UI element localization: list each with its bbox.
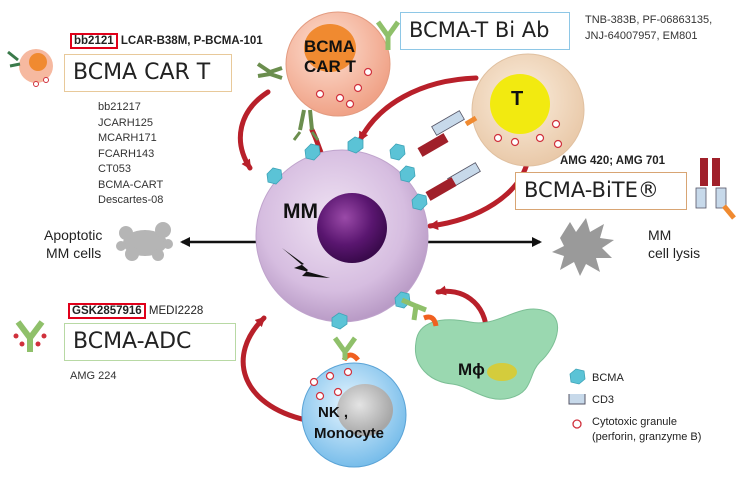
nk-granules <box>309 367 353 401</box>
list-item: FCARH143 <box>98 147 155 160</box>
bite-title: BCMA-BiTE® <box>515 172 687 210</box>
car-t-granules <box>315 67 373 109</box>
t-cell-label: T <box>511 88 524 110</box>
adc-payload-icon <box>13 333 47 347</box>
car-t-cell-label-2: CAR T <box>304 57 356 76</box>
car-t-highlight-drug: bb2121 <box>70 33 118 49</box>
macrophage-label: Mϕ <box>458 360 485 379</box>
adc-antibody-nk <box>332 336 358 360</box>
bi-ab-icon <box>375 20 401 50</box>
adc-other-drugs: MEDI2228 <box>145 305 204 317</box>
adc-drugs-line: GSK2857916 MEDI2228 <box>68 303 204 319</box>
t-cell-granules <box>493 119 563 149</box>
nk-nucleus <box>337 384 393 436</box>
list-item: bb21217 <box>98 101 141 113</box>
legend-granule-label-2: (perforin, granzyme B) <box>592 431 702 443</box>
apoptotic-cell-icon <box>116 222 173 261</box>
arrow-cart-to-mm <box>237 89 271 171</box>
lysis-line-2: cell lysis <box>648 245 701 261</box>
car-t-drugs-line: bb2121 LCAR-B38M, P-BCMA-101 <box>70 33 263 49</box>
bi-ab-drugs-line-1: TNB-383B, PF-06863135, <box>585 14 713 26</box>
car-t-other-drugs: LCAR-B38M, P-BCMA-101 <box>117 35 263 47</box>
nk-label-1: NK , <box>318 404 348 421</box>
legend-cd3-label: CD3 <box>592 394 615 406</box>
legend-bcma-label: BCMA <box>592 372 624 384</box>
car-t-cell-label-1: BCMA <box>304 37 355 56</box>
car-t-nucleus <box>304 24 356 72</box>
arrow-t-to-mm-upper <box>357 75 479 143</box>
list-item: JCARH125 <box>98 116 154 129</box>
t-nucleus <box>490 74 550 134</box>
list-item: BCMA-CART <box>98 178 164 191</box>
car-t-legend-nucleus <box>29 53 47 71</box>
bite-icon <box>695 158 736 220</box>
bi-ab-drugs-line-2: JNJ-64007957, EM801 <box>585 30 698 42</box>
cd3-legend-icon <box>568 394 586 405</box>
car-receptors <box>256 62 320 141</box>
adc-icon <box>15 320 45 352</box>
lysis-line-1: MM <box>648 227 672 243</box>
nk-label-2: Monocyte <box>314 425 385 442</box>
macrophage-cell <box>414 308 558 400</box>
bite-drugs: AMG 420; AMG 701 <box>560 155 666 167</box>
bcma-legend-icon <box>569 368 586 385</box>
list-item: Descartes-08 <box>98 194 164 206</box>
car-t-list: bb21217 JCARH125 MCARH171 FCARH143 CT053… <box>98 100 163 209</box>
granule-legend-icon <box>572 419 582 429</box>
car-t-title: BCMA CAR T <box>64 54 232 92</box>
adc-antibody-macrophage <box>401 297 427 321</box>
arrow-adc-to-mm <box>240 315 309 423</box>
list-item: CT053 <box>98 163 132 175</box>
adc-title: BCMA-ADC <box>64 323 236 361</box>
mm-nucleus <box>317 193 387 263</box>
bi-ab-title: BCMA-T Bi Ab <box>400 12 570 50</box>
macrophage-nucleus <box>487 363 517 381</box>
apoptotic-line-2: MM cells <box>46 245 102 261</box>
adc-highlight-drug: GSK2857916 <box>68 303 146 319</box>
bite-bridges <box>417 110 481 201</box>
arrow-t-to-mm-right <box>427 157 531 230</box>
car-t-legend-receptor <box>7 50 21 68</box>
apoptotic-line-1: Apoptotic <box>44 227 103 243</box>
mm-label: MM <box>283 200 318 223</box>
car-t-legend-granules <box>33 77 49 87</box>
lightning-icon <box>282 248 330 278</box>
fc-receptor-macrophage <box>423 314 439 327</box>
adc-extra-drug: AMG 224 <box>70 370 117 382</box>
list-item: MCARH171 <box>98 132 157 144</box>
legend-granule-label-1: Cytotoxic granule <box>592 416 677 428</box>
lysed-cell-icon <box>552 218 614 276</box>
